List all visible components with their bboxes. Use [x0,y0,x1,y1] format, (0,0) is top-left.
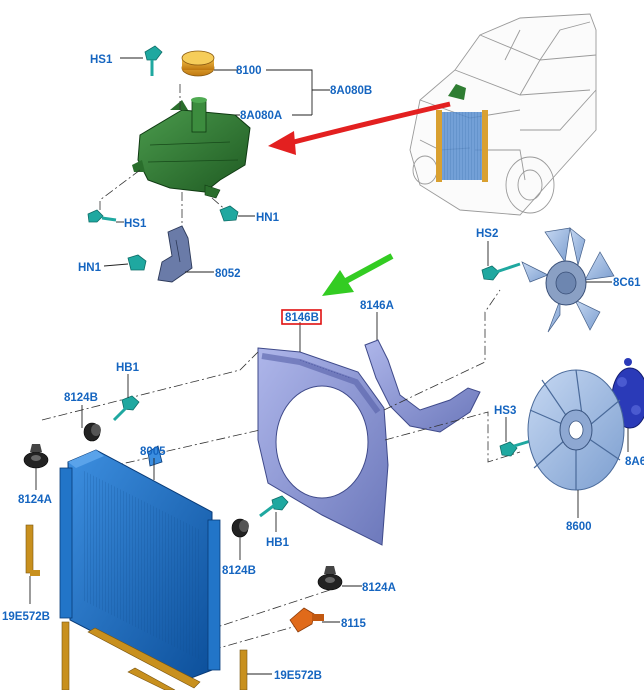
vehicle-radiator-highlight [436,84,488,182]
shroud-lower-8146a[interactable] [364,339,481,433]
shroud-8146b[interactable] [257,347,389,546]
radiator-8005[interactable] [59,445,221,681]
label-8005[interactable]: 8005 [140,446,166,458]
hs1-bottom-screw[interactable] [87,209,117,223]
label-hn1-left[interactable]: HN1 [78,262,102,274]
label-8c61[interactable]: 8C61 [613,277,641,289]
label-8146b[interactable]: 8146B [285,312,319,324]
label-19e572b-left[interactable]: 19E572B [2,611,50,623]
mount-8124b-top[interactable] [83,422,101,442]
seal-19e572b-left[interactable] [25,524,40,576]
mount-8124a-left[interactable] [23,444,49,469]
mount-8124a-right[interactable] [317,566,343,591]
bracket-8052[interactable] [157,225,193,283]
hs2-screw[interactable] [481,262,521,281]
mount-8124b-bottom[interactable] [231,518,249,538]
label-19e572b-right[interactable]: 19E572B [274,670,322,682]
hn1-right-nut[interactable] [219,205,239,222]
sensor-8115[interactable] [289,607,324,633]
fan-8600[interactable] [527,369,625,491]
label-8124a-right[interactable]: 8124A [362,582,396,594]
label-8052[interactable]: 8052 [215,268,241,280]
hn1-left-nut[interactable] [127,254,147,271]
label-8600[interactable]: 8600 [566,521,592,533]
red-arrow-icon [289,101,451,146]
label-8124b-top[interactable]: 8124B [64,392,98,404]
seal-19e572b-right[interactable] [239,649,248,690]
label-8a080b[interactable]: 8A080B [330,85,372,97]
label-8124a-left[interactable]: 8124A [18,494,52,506]
green-arrow-icon [342,253,394,285]
hb1-bottom-bolt[interactable] [259,495,289,518]
coolant-tank-8a080a[interactable] [132,97,251,199]
cap-8100[interactable] [181,50,215,77]
seal-strip-lower-left [61,621,201,690]
label-8115[interactable]: 8115 [341,618,367,630]
label-8a6[interactable]: 8A6 [625,456,644,468]
hs1-top-screw[interactable] [144,45,163,76]
label-8a080a[interactable]: 8A080A [240,110,282,122]
label-8146a[interactable]: 8146A [360,300,394,312]
label-hn1-right[interactable]: HN1 [256,212,280,224]
label-hb1-top[interactable]: HB1 [116,362,140,374]
label-hb1-bottom[interactable]: HB1 [266,537,290,549]
hb1-top-bolt[interactable] [112,395,140,422]
label-hs1-bottom[interactable]: HS1 [124,218,147,230]
label-hs1-top[interactable]: HS1 [90,54,113,66]
shroud-label-highlight [281,309,322,325]
label-8124b-bottom[interactable]: 8124B [222,565,256,577]
label-hs2[interactable]: HS2 [476,228,498,240]
label-hs3[interactable]: HS3 [494,405,516,417]
label-8100[interactable]: 8100 [236,65,262,77]
fan-clutch-8c61[interactable] [521,227,615,333]
